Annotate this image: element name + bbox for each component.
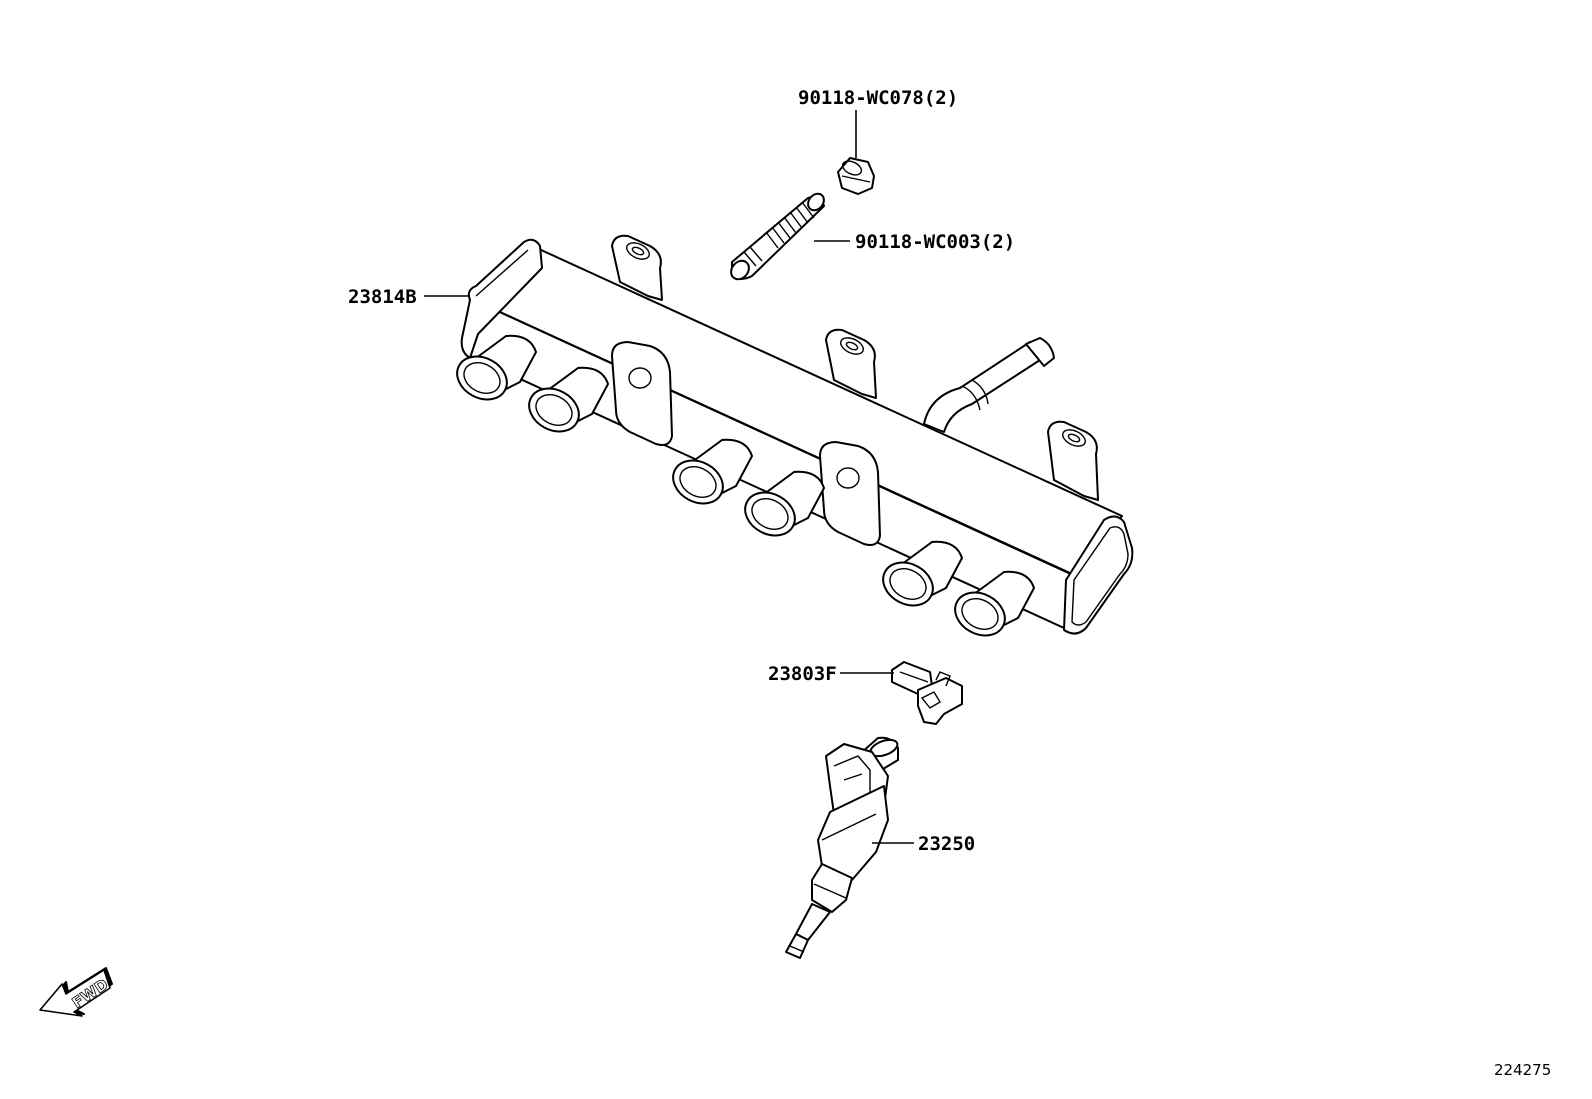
injector-clip xyxy=(891,661,963,725)
rail-injector-cup-1 xyxy=(456,334,537,401)
fuel-rail xyxy=(456,234,1134,637)
rail-bracket-front-mid xyxy=(819,441,881,546)
fwd-arrow-icon: FWD xyxy=(39,967,113,1017)
rail-bracket-rear-mid xyxy=(825,328,877,399)
rail-injector-cup-6 xyxy=(954,570,1035,637)
stud-bolt xyxy=(730,192,825,281)
rail-injector-cup-2 xyxy=(528,366,609,433)
rail-end-cap-right xyxy=(1063,515,1134,635)
fuel-injector xyxy=(785,736,899,959)
label-clip: 23803F xyxy=(768,663,837,685)
label-rail: 23814B xyxy=(348,286,417,308)
rail-injector-cup-5 xyxy=(882,540,963,607)
label-stud: 90118-WC003(2) xyxy=(855,231,1015,253)
rail-inlet-pipe xyxy=(923,337,1055,433)
rail-injector-cup-3 xyxy=(672,438,753,505)
label-nut: 90118-WC078(2) xyxy=(798,87,958,109)
flange-nut xyxy=(837,157,875,195)
label-injector: 23250 xyxy=(918,833,975,855)
rail-injector-cup-4 xyxy=(744,470,825,537)
rail-bracket-front-left xyxy=(611,341,673,446)
figure-number: 224275 xyxy=(1494,1061,1551,1079)
rail-end-cap-left xyxy=(460,238,543,359)
rail-bracket-rear-right xyxy=(1047,420,1099,501)
rail-bracket-rear-left xyxy=(611,234,663,301)
